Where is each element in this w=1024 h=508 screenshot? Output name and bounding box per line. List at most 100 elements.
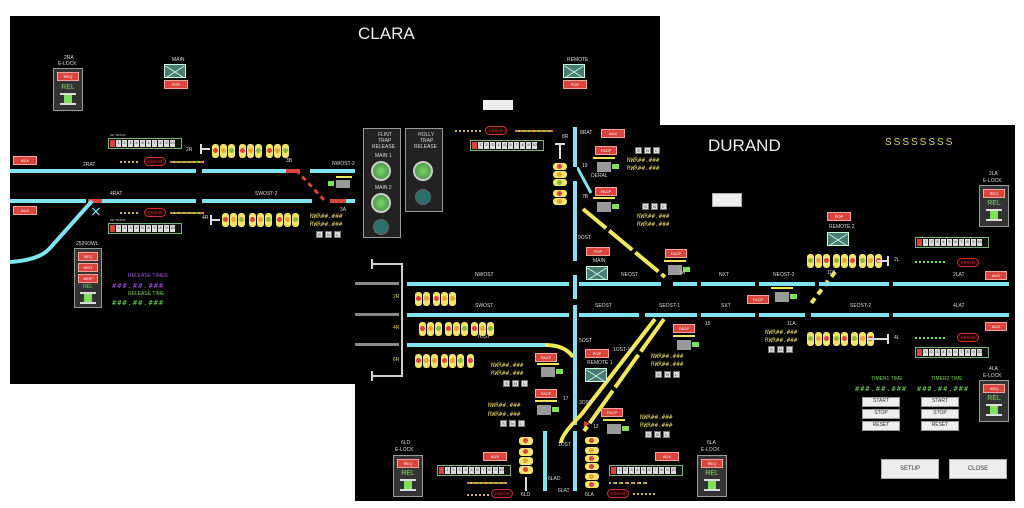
elock-4la-panel: REQ REL xyxy=(979,380,1009,422)
l-button[interactable]: L xyxy=(334,231,341,238)
facp-button[interactable]: FACP xyxy=(595,187,617,196)
close-button[interactable]: CLOSE xyxy=(949,459,1007,479)
aux-button[interactable]: AUX xyxy=(655,452,679,461)
spool-icon[interactable] xyxy=(986,404,1002,416)
signal-4l[interactable] xyxy=(807,332,874,346)
signal-4r[interactable] xyxy=(222,213,299,227)
l-button[interactable]: L xyxy=(663,431,670,438)
timer2-stop-button[interactable]: STOP xyxy=(921,409,959,419)
spool-icon[interactable] xyxy=(704,479,720,491)
s-button[interactable]: S xyxy=(503,380,510,387)
n-button[interactable]: N xyxy=(664,371,671,378)
signal-6ld[interactable] xyxy=(519,437,533,477)
remote-pop-button[interactable]: POP xyxy=(563,80,587,89)
l-button[interactable]: L xyxy=(786,346,793,353)
req-button[interactable]: REQ xyxy=(983,189,1005,198)
remote-envelope-icon[interactable] xyxy=(563,64,585,79)
timer2-reset-button[interactable]: RESET xyxy=(921,421,959,431)
n-button[interactable]: N xyxy=(651,203,658,210)
wgt-button[interactable]: WGT xyxy=(78,263,98,272)
n-button[interactable]: N xyxy=(512,380,519,387)
l-button[interactable]: L xyxy=(653,147,660,154)
n-button[interactable]: N xyxy=(654,431,661,438)
s-button[interactable]: S xyxy=(768,346,775,353)
facp-button[interactable]: FACP xyxy=(673,324,695,333)
s-button[interactable]: S xyxy=(500,420,507,427)
spool-icon[interactable] xyxy=(80,292,96,304)
setup-button[interactable]: SETUP xyxy=(881,459,939,479)
facp-button[interactable]: FACP xyxy=(535,389,557,398)
signal-2l[interactable] xyxy=(807,254,882,268)
signal-2r[interactable] xyxy=(212,144,289,158)
aux-button[interactable]: AUX xyxy=(483,452,507,461)
aux-button[interactable]: AUX xyxy=(601,129,625,138)
holly-knob[interactable] xyxy=(413,161,433,181)
facp-button[interactable]: FACP xyxy=(595,146,617,155)
l-button[interactable]: L xyxy=(660,203,667,210)
s-button[interactable]: S xyxy=(645,431,652,438)
switch-machine-7a[interactable] xyxy=(662,260,692,278)
facp-button[interactable]: FACP xyxy=(747,295,769,304)
l-button[interactable]: L xyxy=(521,380,528,387)
req-button[interactable]: REQ xyxy=(701,459,723,468)
req-button[interactable]: REQ xyxy=(57,72,79,81)
timer1-start-button[interactable]: START xyxy=(862,397,900,407)
main2-knob[interactable] xyxy=(371,193,391,213)
switch-machine-3a[interactable] xyxy=(328,176,354,190)
pop-button-remote2[interactable]: POP xyxy=(827,212,851,221)
n-button[interactable]: N xyxy=(325,231,332,238)
blank-field[interactable] xyxy=(483,100,513,110)
aux-button[interactable]: AUX xyxy=(985,322,1007,331)
main-envelope-icon[interactable] xyxy=(164,64,186,79)
main-pop-button[interactable]: POP xyxy=(164,80,188,89)
switch-machine-7b[interactable] xyxy=(591,197,621,215)
signal-4r[interactable] xyxy=(419,322,494,336)
s-button[interactable]: S xyxy=(316,231,323,238)
signal-8r[interactable] xyxy=(553,163,567,209)
remote1-envelope-icon[interactable] xyxy=(585,368,607,383)
signal-6la[interactable] xyxy=(585,437,599,489)
aux-button[interactable]: AUX xyxy=(985,271,1007,280)
timer2-start-button[interactable]: START xyxy=(921,397,959,407)
req-button[interactable]: REQ xyxy=(397,459,419,468)
spool-icon[interactable] xyxy=(60,93,76,105)
s-button[interactable]: S xyxy=(635,147,642,154)
aux-button-4rat[interactable]: AUX xyxy=(13,206,37,215)
remote2-envelope-icon[interactable] xyxy=(827,232,849,247)
switch-machine-17[interactable] xyxy=(533,400,563,418)
flint-trap-release-panel: FLINT TRAP RELEASE MAIN 1 MAIN 2 xyxy=(363,128,401,238)
spool-icon[interactable] xyxy=(400,479,416,491)
req-button[interactable]: REQ xyxy=(983,384,1005,393)
n-button[interactable]: N xyxy=(509,420,516,427)
l-button[interactable]: L xyxy=(673,371,680,378)
facp-button[interactable]: FACP xyxy=(665,249,687,258)
spool-icon[interactable] xyxy=(986,209,1002,221)
s-button[interactable]: S xyxy=(642,203,649,210)
main-envelope-icon[interactable] xyxy=(586,266,608,281)
switch-machine[interactable] xyxy=(535,363,565,379)
whp-button[interactable]: WHP xyxy=(78,274,98,283)
switch-machine-11a[interactable] xyxy=(769,287,799,305)
l-button[interactable]: L xyxy=(518,420,525,427)
switch-machine-15[interactable] xyxy=(671,335,701,353)
signal-2r[interactable] xyxy=(415,292,456,306)
signal-6r[interactable] xyxy=(415,354,474,368)
blank-field[interactable] xyxy=(712,193,742,207)
aux-button-2rat[interactable]: AUX xyxy=(13,156,37,165)
timer1-stop-button[interactable]: STOP xyxy=(862,409,900,419)
facp-button[interactable]: FACP xyxy=(535,353,557,362)
main1-knob[interactable] xyxy=(371,161,391,181)
n-button[interactable]: N xyxy=(644,147,651,154)
track-6lat xyxy=(573,431,577,491)
timer1-reset-button[interactable]: RESET xyxy=(862,421,900,431)
pop-button-remote1[interactable]: POP xyxy=(585,349,609,358)
s-button[interactable]: S xyxy=(655,371,662,378)
facp-button[interactable]: FACP xyxy=(601,408,623,417)
req-button[interactable]: REQ xyxy=(78,252,98,261)
switch-machine-19[interactable] xyxy=(591,157,621,175)
n-button[interactable]: N xyxy=(777,346,784,353)
switch-machine-13[interactable] xyxy=(601,419,631,437)
pop-button-main[interactable]: POP xyxy=(586,247,610,256)
track-7ost xyxy=(407,343,547,347)
